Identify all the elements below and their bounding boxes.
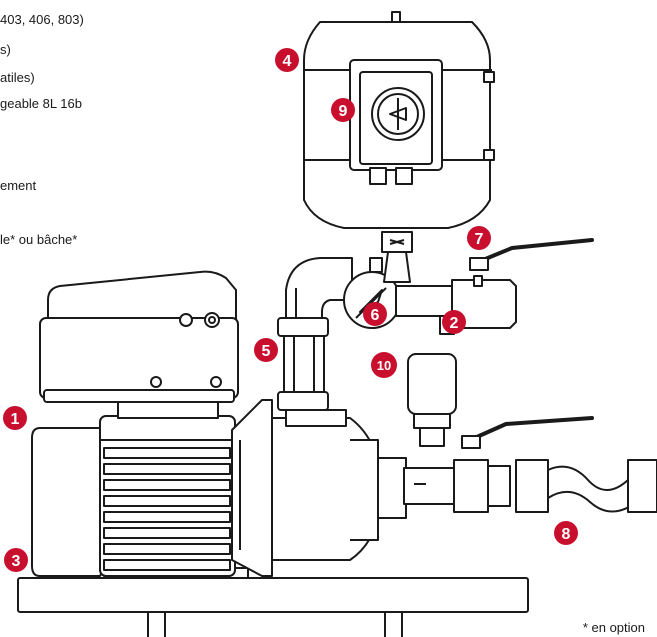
upper-valve-handle	[469, 238, 594, 271]
badge-7: 7	[467, 226, 491, 250]
legend-line-3: atiles)	[0, 70, 35, 85]
lower-valve-handle	[461, 416, 594, 449]
badge-4: 4	[275, 48, 299, 72]
legend-line-1: 403, 406, 803)	[0, 12, 84, 27]
pressure-switch	[349, 59, 443, 185]
legend-line-4: geable 8L 16b	[0, 96, 82, 111]
vessel-connector	[369, 231, 413, 283]
svg-text:10: 10	[377, 358, 391, 373]
svg-text:6: 6	[371, 307, 380, 324]
svg-text:4: 4	[283, 53, 292, 70]
elbow-fitting	[285, 257, 353, 319]
svg-text:9: 9	[339, 103, 348, 120]
badge-10: 10	[371, 352, 397, 378]
variable-speed-drive	[39, 270, 239, 403]
svg-text:8: 8	[562, 526, 571, 543]
pressure-sensor	[407, 353, 457, 447]
badge-3: 3	[4, 548, 28, 572]
svg-text:1: 1	[11, 411, 20, 428]
svg-text:7: 7	[475, 231, 484, 248]
badge-2: 2	[442, 310, 466, 334]
badge-9: 9	[331, 98, 355, 122]
legend-line-6: le* ou bâche*	[0, 232, 78, 247]
electric-motor	[31, 399, 236, 577]
base-plate	[17, 577, 529, 637]
optional-footnote: * en option	[582, 620, 645, 635]
badge-1: 1	[3, 406, 27, 430]
badge-8: 8	[554, 521, 578, 545]
svg-text:3: 3	[12, 553, 21, 570]
badge-6: 6	[363, 302, 387, 326]
pump-housing	[231, 399, 407, 577]
suction-line	[403, 459, 657, 513]
badge-5: 5	[254, 338, 278, 362]
legend-line-5: ement	[0, 178, 37, 193]
vertical-connector	[277, 317, 329, 411]
svg-text:5: 5	[262, 343, 271, 360]
horizontal-pipe-tee	[395, 275, 517, 335]
svg-text:2: 2	[450, 315, 459, 332]
legend-line-2: s)	[0, 42, 11, 57]
